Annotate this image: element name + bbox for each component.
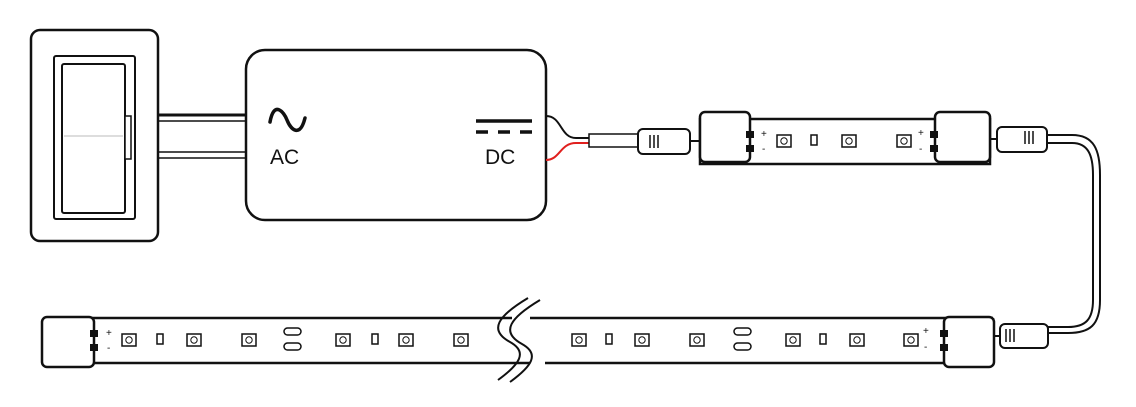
contact-pad <box>930 131 938 138</box>
wire-sleeve <box>588 133 640 148</box>
power-supply: AC DC <box>244 48 548 222</box>
extension-cable <box>990 126 1101 349</box>
contact-pad <box>940 344 948 351</box>
minus-sign: - <box>762 144 765 155</box>
ac-label: AC <box>270 146 299 169</box>
cut-mark-pads <box>283 327 302 351</box>
resistor <box>605 333 613 345</box>
dimmer-slider <box>124 115 132 160</box>
led-chip <box>335 333 351 347</box>
led-chip <box>121 333 137 347</box>
led-chip <box>241 333 257 347</box>
ac-mains-cable <box>158 113 247 159</box>
strip-clip-right <box>942 315 996 369</box>
contact-pad <box>930 145 938 152</box>
led-strip-short: + - + - <box>698 110 992 166</box>
switch-rocker <box>61 63 126 214</box>
contact-pad <box>940 330 948 337</box>
minus-sign: - <box>924 342 927 353</box>
power-supply-body <box>244 48 548 222</box>
dc-label: DC <box>485 146 515 169</box>
led-chip <box>453 333 469 347</box>
led-chip <box>398 333 414 347</box>
inline-plug-connector <box>637 128 700 155</box>
contact-pad <box>746 145 754 152</box>
strip-body-right <box>530 316 995 365</box>
strip-clip-left <box>40 315 96 369</box>
resistor <box>819 333 827 345</box>
minus-sign: - <box>107 343 110 354</box>
wall-switch <box>29 28 160 243</box>
resistor <box>156 333 164 345</box>
contact-pad <box>746 131 754 138</box>
minus-sign: - <box>919 144 922 155</box>
resistor <box>371 333 379 345</box>
resistor <box>810 134 818 146</box>
led-strip-long: + - + - <box>40 297 996 383</box>
led-chip <box>571 333 587 347</box>
strip-clip-right <box>933 110 992 164</box>
led-chip <box>186 333 202 347</box>
strip-break-symbol <box>497 297 541 383</box>
cut-mark-pads <box>733 327 752 351</box>
contact-pad <box>90 330 98 337</box>
contact-pad <box>90 344 98 351</box>
led-chip <box>689 333 705 347</box>
led-chip <box>785 333 801 347</box>
led-chip <box>634 333 650 347</box>
led-chip <box>849 333 865 347</box>
strip-clip-left <box>698 110 752 164</box>
plus-sign: + <box>761 129 767 140</box>
dc-output-wires <box>545 115 640 161</box>
led-chip <box>903 333 919 347</box>
led-chip <box>776 134 792 148</box>
direct-current-icon <box>476 119 532 134</box>
plus-sign: + <box>918 128 924 139</box>
led-chip <box>896 134 912 148</box>
inline-plug-connector <box>999 323 1049 349</box>
sine-wave-icon <box>268 107 307 132</box>
plus-sign: + <box>923 326 929 337</box>
plus-sign: + <box>106 328 112 339</box>
inline-plug-connector <box>996 126 1048 153</box>
led-chip <box>841 134 857 148</box>
